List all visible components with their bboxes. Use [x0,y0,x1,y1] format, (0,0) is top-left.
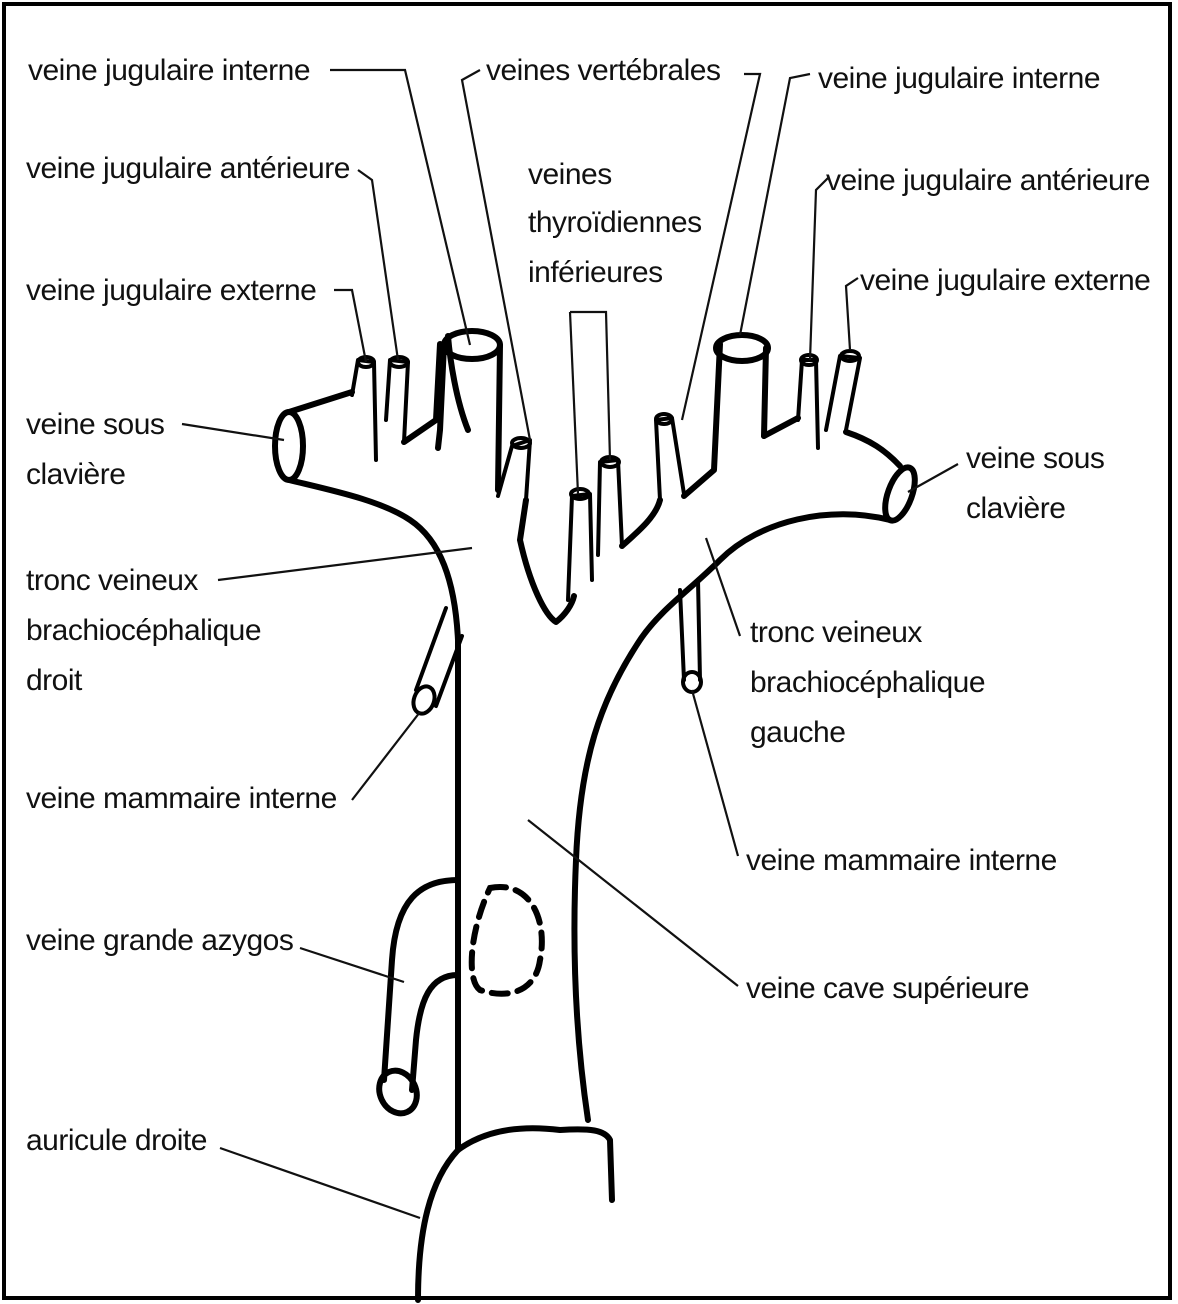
label-tronc-gauche-line1: tronc veineux [750,616,922,649]
label-tronc-droit-line1: tronc veineux [26,564,198,597]
label-veine-cave-superieure: veine cave supérieure [746,972,1029,1005]
label-veine-jugulaire-externe-left: veine jugulaire externe [860,264,1150,297]
label-veine-jugulaire-anterieure-right: veine jugulaire antérieure [26,152,350,185]
label-tronc-gauche-line2: brachiocéphalique [750,666,985,699]
label-veine-jugulaire-interne-left: veine jugulaire interne [818,62,1100,95]
label-veine-jugulaire-interne-right: veine jugulaire interne [28,54,310,87]
label-veine-sous-claviere-left-line2: clavière [966,492,1065,525]
label-veines-thyroidiennes-line3: inférieures [528,256,663,289]
label-veines-thyroidiennes-line2: thyroïdiennes [528,206,702,239]
label-tronc-droit-line3: droit [26,664,83,697]
label-veine-mammaire-interne-right: veine mammaire interne [26,782,337,815]
label-veine-grande-azygos: veine grande azygos [26,924,293,957]
label-veine-mammaire-interne-left: veine mammaire interne [746,844,1057,877]
labels: veine jugulaire interne veines vertébral… [26,54,1150,1157]
label-tronc-droit-line2: brachiocéphalique [26,614,261,647]
label-veine-sous-claviere-right-line2: clavière [26,458,125,491]
label-veine-sous-claviere-left-line1: veine sous [966,442,1104,475]
label-auricule-droite: auricule droite [26,1124,207,1157]
label-veines-vertebrales: veines vertébrales [486,54,720,87]
label-veine-jugulaire-anterieure-left: veine jugulaire antérieure [826,164,1150,197]
label-veine-sous-claviere-right-line1: veine sous [26,408,164,441]
label-veine-jugulaire-externe-right: veine jugulaire externe [26,274,316,307]
label-tronc-gauche-line3: gauche [750,716,845,749]
label-veines-thyroidiennes-line1: veines [528,158,612,191]
vessel-outline [275,331,921,1300]
